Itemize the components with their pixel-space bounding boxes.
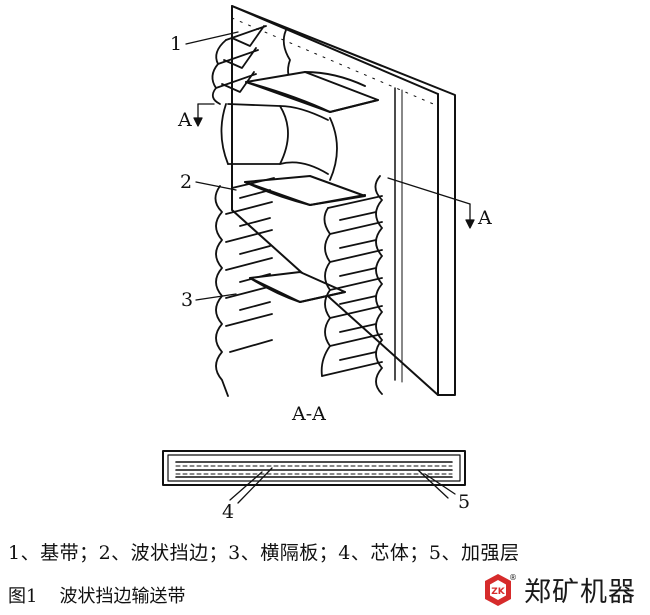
section-title: A-A bbox=[291, 403, 326, 425]
label-2: 2 bbox=[180, 171, 192, 193]
cross-section bbox=[162, 450, 466, 486]
registered-mark: ® bbox=[509, 573, 516, 582]
section-arrows bbox=[193, 103, 475, 229]
brand-logo: ZK ® 郑矿机器 bbox=[480, 570, 636, 609]
section-mark-left: A bbox=[177, 109, 192, 131]
middle-partition bbox=[244, 175, 366, 206]
brand-name: 郑矿机器 bbox=[524, 577, 636, 608]
figure-legend: 1、基带；2、波状挡边；3、横隔板；4、芯体；5、加强层 bbox=[8, 542, 520, 564]
logo-text: ZK bbox=[491, 587, 506, 597]
upper-partition bbox=[245, 71, 379, 113]
upper-sidewall bbox=[211, 25, 297, 105]
label-4: 4 bbox=[222, 501, 234, 523]
leader-lines bbox=[185, 31, 471, 301]
zk-logo-icon: ZK ® bbox=[485, 573, 516, 606]
figure-number: 图1 bbox=[8, 586, 38, 607]
conveyor-belt-diagram: 1 2 3 A A A-A 4 5 bbox=[162, 5, 492, 523]
lower-left-sidewall bbox=[214, 177, 275, 397]
section-leaders bbox=[229, 467, 456, 504]
figure-caption: 图1 波状挡边输送带 bbox=[8, 582, 185, 608]
label-3: 3 bbox=[181, 289, 193, 311]
right-sidewall bbox=[320, 175, 383, 395]
label-5: 5 bbox=[458, 491, 470, 513]
section-mark-right: A bbox=[477, 207, 492, 229]
figure-title: 波状挡边输送带 bbox=[59, 586, 186, 607]
lower-partition bbox=[249, 271, 346, 303]
section-face bbox=[220, 103, 338, 181]
label-1: 1 bbox=[170, 33, 182, 55]
